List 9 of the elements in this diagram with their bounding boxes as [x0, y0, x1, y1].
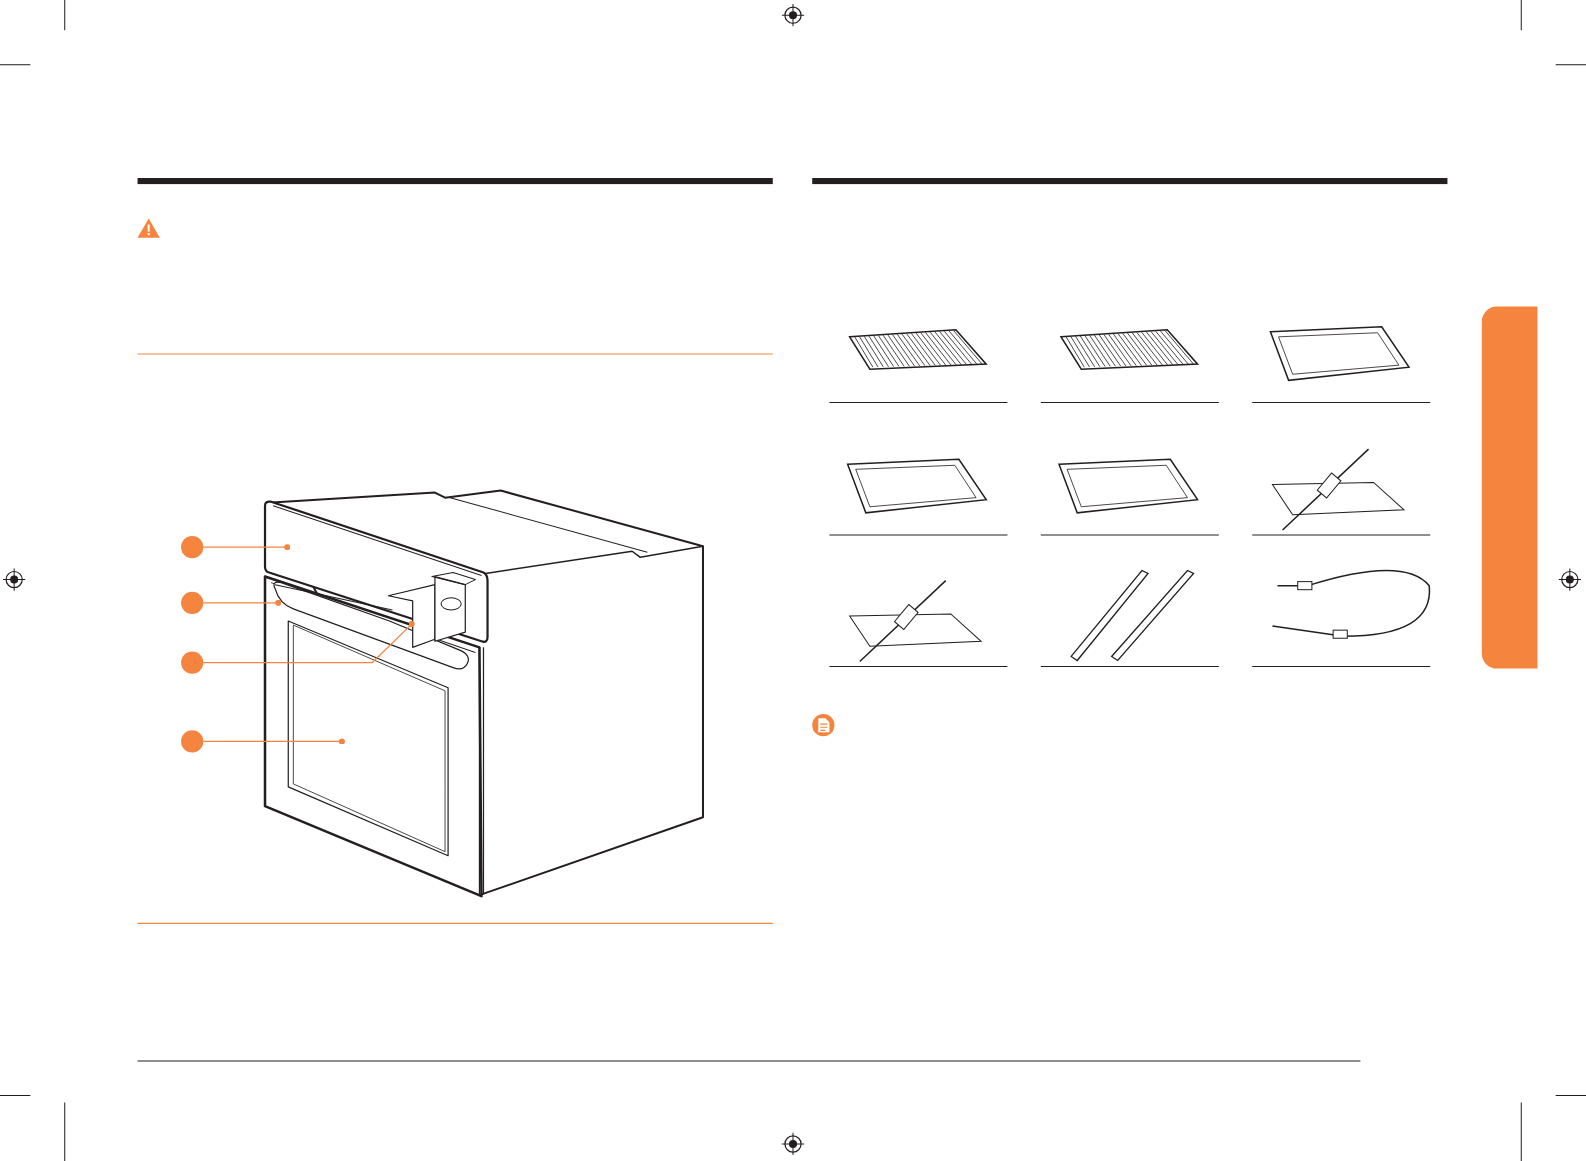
leader-line [202, 738, 345, 745]
leader-line [202, 544, 291, 551]
callout-circle [181, 536, 204, 559]
leader-line [202, 599, 282, 606]
callout-circle [181, 730, 204, 753]
callout-circle [181, 591, 204, 614]
leader-line [202, 621, 415, 664]
callout-circle [181, 651, 204, 674]
side-tab [1481, 306, 1538, 669]
